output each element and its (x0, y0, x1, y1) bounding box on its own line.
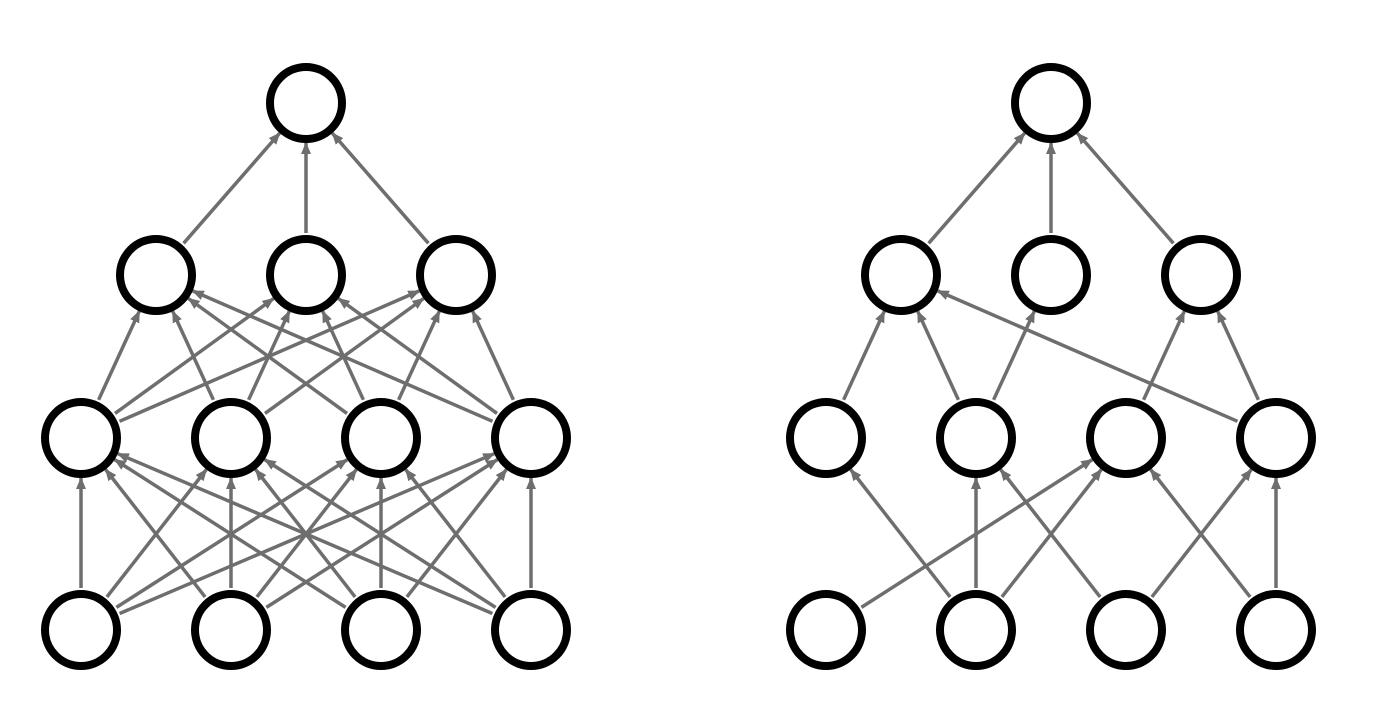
neuron-node (341, 590, 421, 670)
standard-network (41, 63, 571, 670)
standard-network-connections (76, 131, 536, 616)
connection-arrow (842, 310, 886, 401)
neuron-node (1011, 63, 1091, 143)
neuron-node (191, 398, 271, 478)
connection-arrow (927, 131, 1027, 245)
neuron-node (1161, 235, 1241, 315)
connection-arrow (471, 310, 515, 401)
neuron-node (266, 63, 346, 143)
connection-arrow (992, 310, 1036, 401)
connection-arrow (916, 310, 960, 401)
standard-network-neurons (41, 63, 571, 670)
neuron-node (266, 235, 346, 315)
neuron-node (1011, 235, 1091, 315)
connection-arrow (263, 458, 497, 609)
neuron-node (416, 235, 496, 315)
neuron-node (491, 590, 571, 670)
neuron-node (1086, 590, 1166, 670)
connection-arrow (97, 310, 141, 401)
neuron-node (41, 590, 121, 670)
connection-arrow (1075, 131, 1175, 245)
neuron-node (861, 235, 941, 315)
neuron-node (41, 398, 121, 478)
connection-arrow (1149, 468, 1252, 598)
neuron-node (1236, 398, 1316, 478)
connection-arrow (187, 297, 349, 415)
connection-arrow (337, 297, 499, 415)
connection-arrow (936, 289, 1239, 423)
neuron-node (786, 590, 866, 670)
connection-arrow (1216, 310, 1260, 401)
connection-arrow (1142, 310, 1186, 401)
connection-arrow (171, 310, 215, 401)
dropout-network (786, 63, 1316, 670)
connection-arrow (104, 468, 207, 598)
connection-arrow (999, 468, 1102, 598)
dropout-network-connections (842, 131, 1281, 609)
dropout-network-neurons (786, 63, 1316, 670)
connection-arrow (191, 289, 494, 423)
neuron-node (116, 235, 196, 315)
neuron-node (1236, 590, 1316, 670)
neuron-node (1086, 398, 1166, 478)
neuron-node (786, 398, 866, 478)
connection-arrow (404, 468, 507, 598)
neuron-node (341, 398, 421, 478)
neuron-node (491, 398, 571, 478)
connection-arrow (849, 468, 952, 598)
connection-arrow (330, 131, 430, 245)
neuron-node (936, 398, 1016, 478)
neuron-node (936, 590, 1016, 670)
connection-arrow (182, 131, 282, 245)
neuron-node (191, 590, 271, 670)
connection-arrow (116, 452, 494, 616)
connection-arrow (113, 458, 347, 609)
